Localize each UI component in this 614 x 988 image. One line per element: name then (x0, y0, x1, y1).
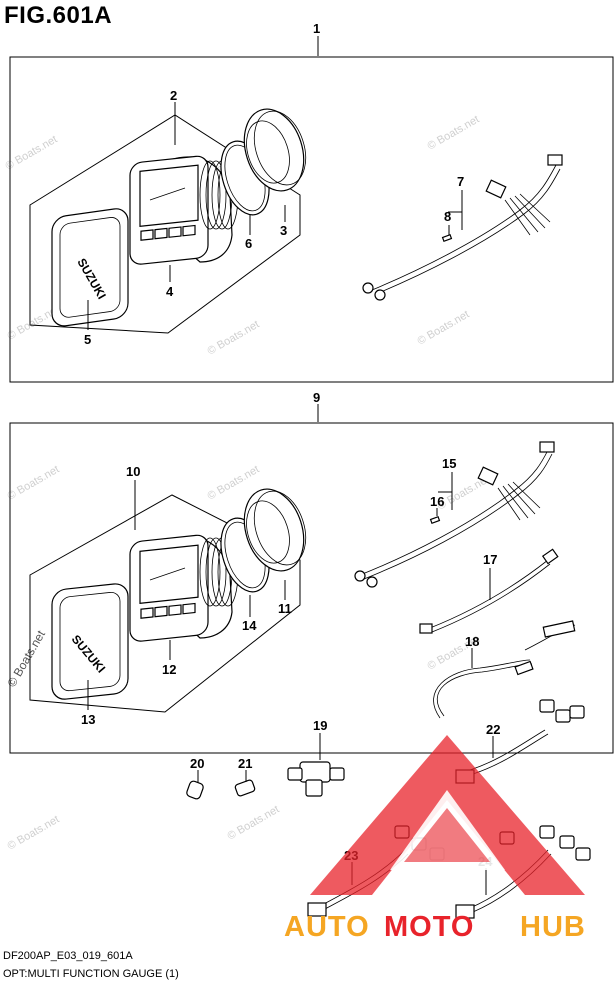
callout-8: 8 (444, 209, 451, 224)
brand-text-hub: HUB (520, 911, 586, 943)
brand-logo: AUTO MOTO HUB (284, 735, 586, 943)
model-code: DF200AP_E03_019_601A (3, 950, 133, 962)
callout-9: 9 (313, 390, 320, 405)
callout-7: 7 (457, 174, 464, 189)
watermark: © Boats.net (4, 627, 48, 689)
callout-18: 18 (465, 634, 479, 649)
watermark: © Boats.net (6, 813, 62, 852)
callout-17: 17 (483, 552, 497, 567)
callout-6: 6 (245, 236, 252, 251)
brand-text-moto: MOTO (384, 911, 474, 943)
watermark: © Boats.net (226, 803, 282, 842)
callout-22: 22 (486, 722, 500, 737)
kit-group-9: SUZUKI (9, 404, 614, 800)
callout-1: 1 (313, 21, 320, 36)
callout-10: 10 (126, 464, 140, 479)
figure-title: FIG.601A (4, 2, 113, 29)
brand-triangle-icon (310, 735, 585, 895)
callout-14: 14 (242, 618, 257, 633)
callout-20: 20 (190, 756, 204, 771)
callout-13: 13 (81, 712, 95, 727)
watermark: © Boats.net (4, 133, 60, 172)
callout-2: 2 (170, 88, 177, 103)
callout-4: 4 (166, 284, 174, 299)
callout-12: 12 (162, 662, 176, 677)
callout-16: 16 (430, 494, 444, 509)
figure-caption: OPT:MULTI FUNCTION GAUGE (1) (3, 968, 179, 980)
watermark: © Boats.net (206, 318, 262, 357)
watermark: © Boats.net (6, 463, 62, 502)
callout-3: 3 (280, 223, 287, 238)
watermark: © Boats.net (416, 308, 472, 347)
watermark: © Boats.net (426, 113, 482, 152)
callout-11: 11 (278, 601, 292, 616)
callout-21: 21 (238, 756, 252, 771)
callout-5: 5 (84, 332, 91, 347)
callout-15: 15 (442, 456, 456, 471)
brand-text-auto: AUTO (284, 911, 370, 943)
callout-19: 19 (313, 718, 327, 733)
kit-group-1: SUZUKI (9, 36, 614, 383)
